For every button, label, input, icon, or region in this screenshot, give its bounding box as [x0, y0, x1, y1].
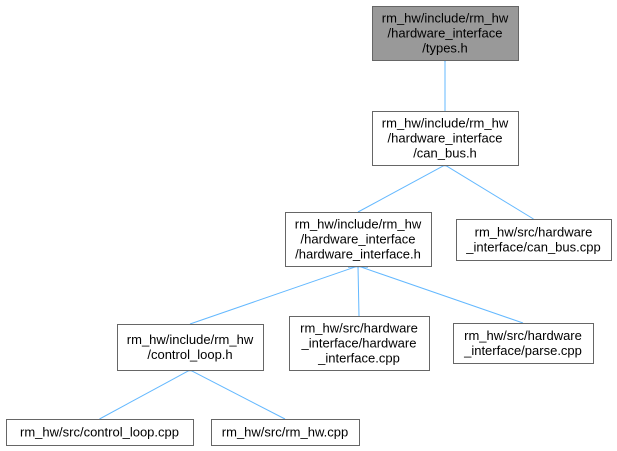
node-label-line: rm_hw/src/hardware: [464, 328, 582, 343]
node-label-line: /types.h: [422, 41, 468, 56]
node-box: [453, 323, 594, 364]
node-label-line: rm_hw/src/rm_hw.cpp: [222, 425, 348, 440]
node-label-line: /control_loop.h: [147, 347, 232, 362]
node-hardware-interface-cpp[interactable]: rm_hw/src/hardware_interface/hardware_in…: [289, 316, 430, 371]
node-parse-cpp[interactable]: rm_hw/src/hardware_interface/parse.cpp: [453, 323, 594, 364]
node-rm-hw-cpp[interactable]: rm_hw/src/rm_hw.cpp: [211, 419, 360, 446]
node-label-line: rm_hw/src/hardware: [300, 321, 418, 336]
edge-rm_hw_cpp-to-control_loop_h: [179, 361, 286, 420]
node-label-line: /hardware_interface: [388, 26, 503, 41]
node-types-h: rm_hw/include/rm_hw/hardware_interface/t…: [372, 6, 519, 61]
node-label-line: /can_bus.h: [413, 146, 477, 161]
node-label-line: rm_hw/include/rm_hw: [382, 11, 509, 26]
node-box: [372, 111, 519, 166]
node-box: [6, 419, 194, 446]
node-box: [372, 6, 519, 61]
node-label-line: /hardware_interface: [301, 232, 416, 247]
edge-can_bus_cpp-to-can_bus_h: [434, 156, 534, 220]
node-label-line: /hardware_interface: [388, 131, 503, 146]
node-box: [289, 316, 430, 371]
node-box: [285, 212, 432, 267]
node-label-line: rm_hw/include/rm_hw: [295, 217, 422, 232]
node-label-line: rm_hw/include/rm_hw: [382, 116, 509, 131]
edge-hardware_interface_h-to-can_bus_h: [357, 156, 456, 213]
edge-hardware_interface_cpp-to-hardware_interface_h: [352, 256, 363, 317]
edge-parse_cpp-to-hardware_interface_h: [347, 258, 524, 324]
node-hardware-interface-h[interactable]: rm_hw/include/rm_hw/hardware_interface/h…: [285, 212, 432, 267]
node-label-line: _interface.cpp: [317, 351, 400, 366]
node-can-bus-cpp[interactable]: rm_hw/src/hardware_interface/can_bus.cpp: [456, 219, 612, 261]
node-box: [456, 219, 612, 261]
node-label-line: rm_hw/include/rm_hw: [127, 332, 254, 347]
edge-control_loop_cpp-to-control_loop_h: [99, 361, 201, 420]
node-label-line: rm_hw/src/control_loop.cpp: [20, 425, 179, 440]
node-label-line: /hardware_interface.h: [295, 247, 421, 262]
node-label-line: _interface/hardware: [301, 336, 417, 351]
node-control-loop-cpp[interactable]: rm_hw/src/control_loop.cpp: [6, 419, 194, 446]
node-can-bus-h[interactable]: rm_hw/include/rm_hw/hardware_interface/c…: [372, 111, 519, 166]
node-label-line: _interface/can_bus.cpp: [465, 240, 600, 255]
node-box: [211, 419, 360, 446]
node-control-loop-h[interactable]: rm_hw/include/rm_hw/control_loop.h: [117, 324, 264, 371]
node-label-line: _interface/parse.cpp: [463, 343, 582, 358]
edge-control_loop_h-to-hardware_interface_h: [189, 258, 369, 325]
node-box: [117, 324, 264, 371]
node-label-line: rm_hw/src/hardware: [475, 225, 593, 240]
